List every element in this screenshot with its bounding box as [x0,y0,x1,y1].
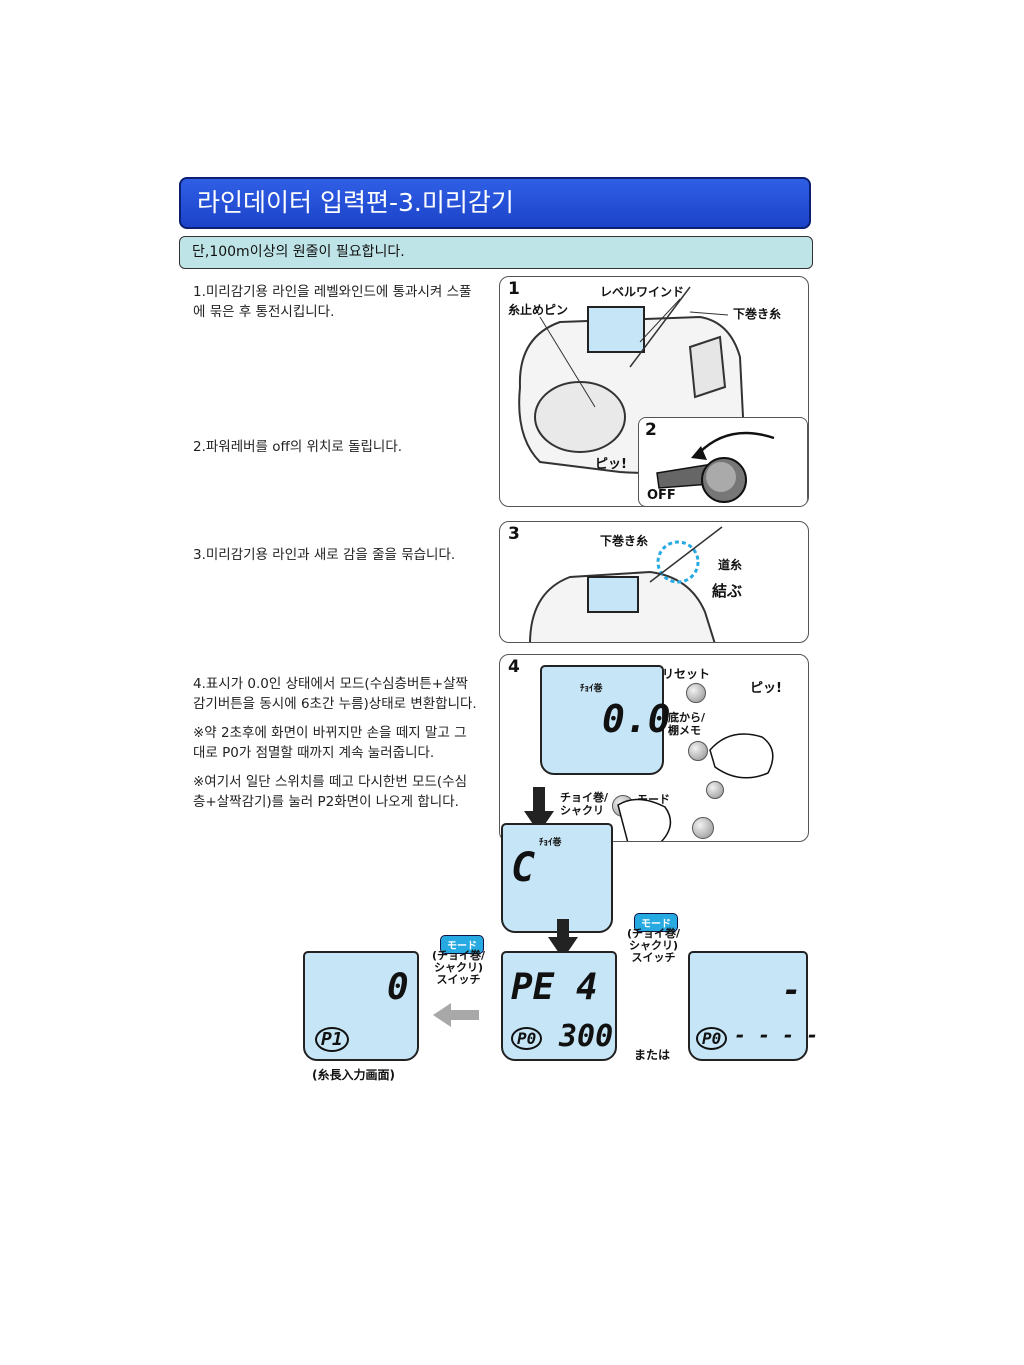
p0-indicator: P0 [511,1027,543,1050]
beep-label-4: ピッ! [750,681,782,696]
side-button[interactable] [706,781,724,799]
figure-2-power-lever: 2 OFF [638,417,808,506]
p0b-indicator: P0 [696,1027,728,1050]
arrow-down-icon-2 [548,919,578,959]
p1-indicator: P1 [315,1027,349,1052]
requirement-note: 단,100m이상의 원줄이 필요합니다. [179,236,813,269]
label-line-pin: 糸止めピン [508,303,569,317]
lcd-screen-c: ﾁｮｲ巻 C [501,823,613,933]
figure-1-reel: 1 レベルワインド 糸止めピン 下巻き糸 2 OFF ピッ! [499,276,809,507]
p0-value: 300 [559,1019,614,1054]
step-1-text: 1.미리감기용 라인을 레벨와인드에 통과시켜 스풀에 묶은 후 통전시킵니다. [193,284,472,320]
figure-3-tie-line: 3 下巻き糸 道糸 結ぶ [499,521,809,643]
label-off: OFF [647,488,676,503]
mode-badge-right: モード [634,913,678,932]
label-reset: リセット [662,667,711,681]
label-tie: 結ぶ [712,582,743,600]
label-or: または [634,1048,671,1062]
label-under-line: 下巻き糸 [733,307,782,321]
p0-top: PE 4 [511,967,598,1008]
lever-illustration [656,431,775,503]
p1-value: 0 [387,967,409,1008]
lower-button[interactable] [692,817,714,839]
label-main-line: 道糸 [718,558,743,572]
arrow-down-icon [524,787,554,833]
step-3-text: 3.미리감기용 라인과 새로 감을 줄을 묶습니다. [193,547,456,563]
reset-button[interactable] [686,683,706,703]
lcd-screen-p1: 0 P1 [303,951,419,1061]
label-level-wind: レベルワインド [600,285,685,299]
figure-4-mode-buttons: 4 ﾁｮｲ巻 0.0 リセット ピッ! 底から/ 棚メモ チョイ巻/ シャクリ … [499,654,809,842]
caption-line-length: (糸長入力画面) [312,1068,395,1082]
reel-top-illustration [529,526,723,642]
switch-label-right: (チョイ巻/ シャクリ) スイッチ [627,927,681,964]
p0b-top: - [782,971,802,1009]
step-4-note-1: ※약 2초후에 화면이 바뀌지만 손을 떼지 말고 그대로 P0가 점멸할 때까… [193,725,467,761]
p0b-value: - - - - [734,1023,819,1047]
mode-badge-left: モード [440,935,484,954]
page-title: 라인데이터 입력편-3.미리감기 [179,177,811,229]
lcd-c-value: C [511,845,536,891]
label-bottom-memo: 底から/ 棚メモ [668,711,706,737]
lcd-value: 0.0 [602,697,671,741]
label-choi-maki: チョイ巻/ シャクリ [560,791,609,817]
lcd-screen-p0: PE 4 P0 300 [501,951,617,1061]
step-4-note-2: ※여기서 일단 스위치를 떼고 다시한번 모드(수심층+살짝감기)를 눌러 P2… [193,774,468,810]
label-under-line-3: 下巻き糸 [600,534,649,548]
lcd-screen-p0-alt: - P0 - - - - [688,951,818,1061]
hand-illustration [617,733,774,841]
arrow-left-icon [433,1003,479,1027]
beep-label: ピッ! [595,457,627,472]
switch-label-left: (チョイ巻/ シャクリ) スイッチ [432,949,486,986]
depth-memo-button[interactable] [688,741,708,761]
step-2-text: 2.파워레버를 off의 위치로 돌립니다. [193,439,403,455]
lcd-screen-00: ﾁｮｲ巻 0.0 [540,665,671,775]
step-4-text: 4.표시가 0.0인 상태에서 모드(수심층버튼+살짝감기버튼을 동시에 6초간… [193,674,478,821]
step-4-main: 4.표시가 0.0인 상태에서 모드(수심층버튼+살짝감기버튼을 동시에 6초간… [193,676,477,712]
